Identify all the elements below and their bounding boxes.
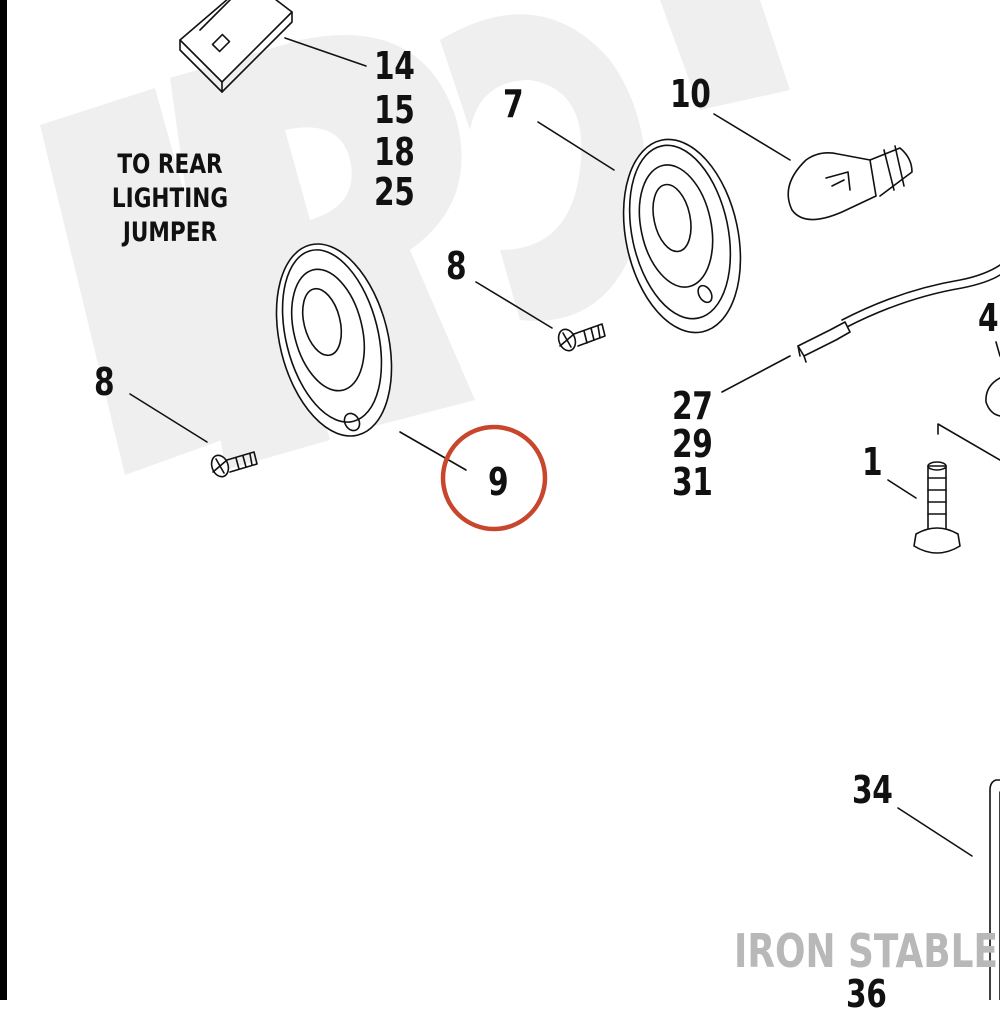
callout-34: 34 — [852, 768, 893, 812]
callout-36: 36 — [846, 972, 887, 1016]
callout-7: 7 — [503, 82, 524, 126]
lens-9-icon — [275, 243, 393, 437]
watermark-text: IRON STABLE — [734, 924, 999, 978]
leader-line-4 — [995, 341, 1000, 357]
callout-4: 4 — [978, 296, 999, 340]
screw-icon — [210, 451, 258, 478]
leader-line-8-left — [129, 393, 208, 443]
wire-harness-icon — [797, 264, 1000, 363]
leader-line-8-top — [475, 281, 553, 329]
leader-line-9 — [399, 431, 467, 471]
page-frame-edge — [0, 0, 7, 1000]
screw-icon — [557, 323, 606, 352]
callout-18: 18 — [374, 130, 415, 174]
leader-line-1 — [887, 479, 917, 499]
callout-25: 25 — [374, 170, 415, 214]
callout-31: 31 — [672, 460, 713, 504]
caption-to-rear: TO REAR LIGHTING JUMPER — [66, 148, 274, 250]
leader-line-7 — [537, 121, 615, 171]
plate-icon — [989, 779, 1000, 1000]
callout-15: 15 — [374, 88, 415, 132]
caption-line-2: LIGHTING JUMPER — [111, 183, 229, 248]
caption-line-1: TO REAR — [117, 149, 223, 180]
leader-line-34 — [897, 807, 973, 857]
leader-line-14 — [284, 37, 367, 67]
leader-line-27 — [721, 355, 791, 393]
bolt-icon — [913, 461, 961, 554]
leader-line-10 — [713, 113, 791, 161]
callout-27: 27 — [672, 384, 713, 428]
highlight-circle — [440, 424, 548, 532]
background-watermark — [40, 0, 790, 475]
callout-10: 10 — [670, 72, 711, 116]
callout-29: 29 — [672, 422, 713, 466]
center-line — [937, 423, 1000, 461]
bulb-10-icon — [787, 145, 913, 221]
housing-icon — [985, 377, 1000, 417]
connector-icon — [179, 0, 293, 93]
callout-1: 1 — [862, 440, 883, 484]
callout-8-top: 8 — [446, 244, 467, 288]
lens-7-icon — [622, 138, 742, 334]
callout-14: 14 — [374, 44, 415, 88]
callout-8-left: 8 — [94, 360, 115, 404]
callout-9: 9 — [488, 460, 509, 504]
